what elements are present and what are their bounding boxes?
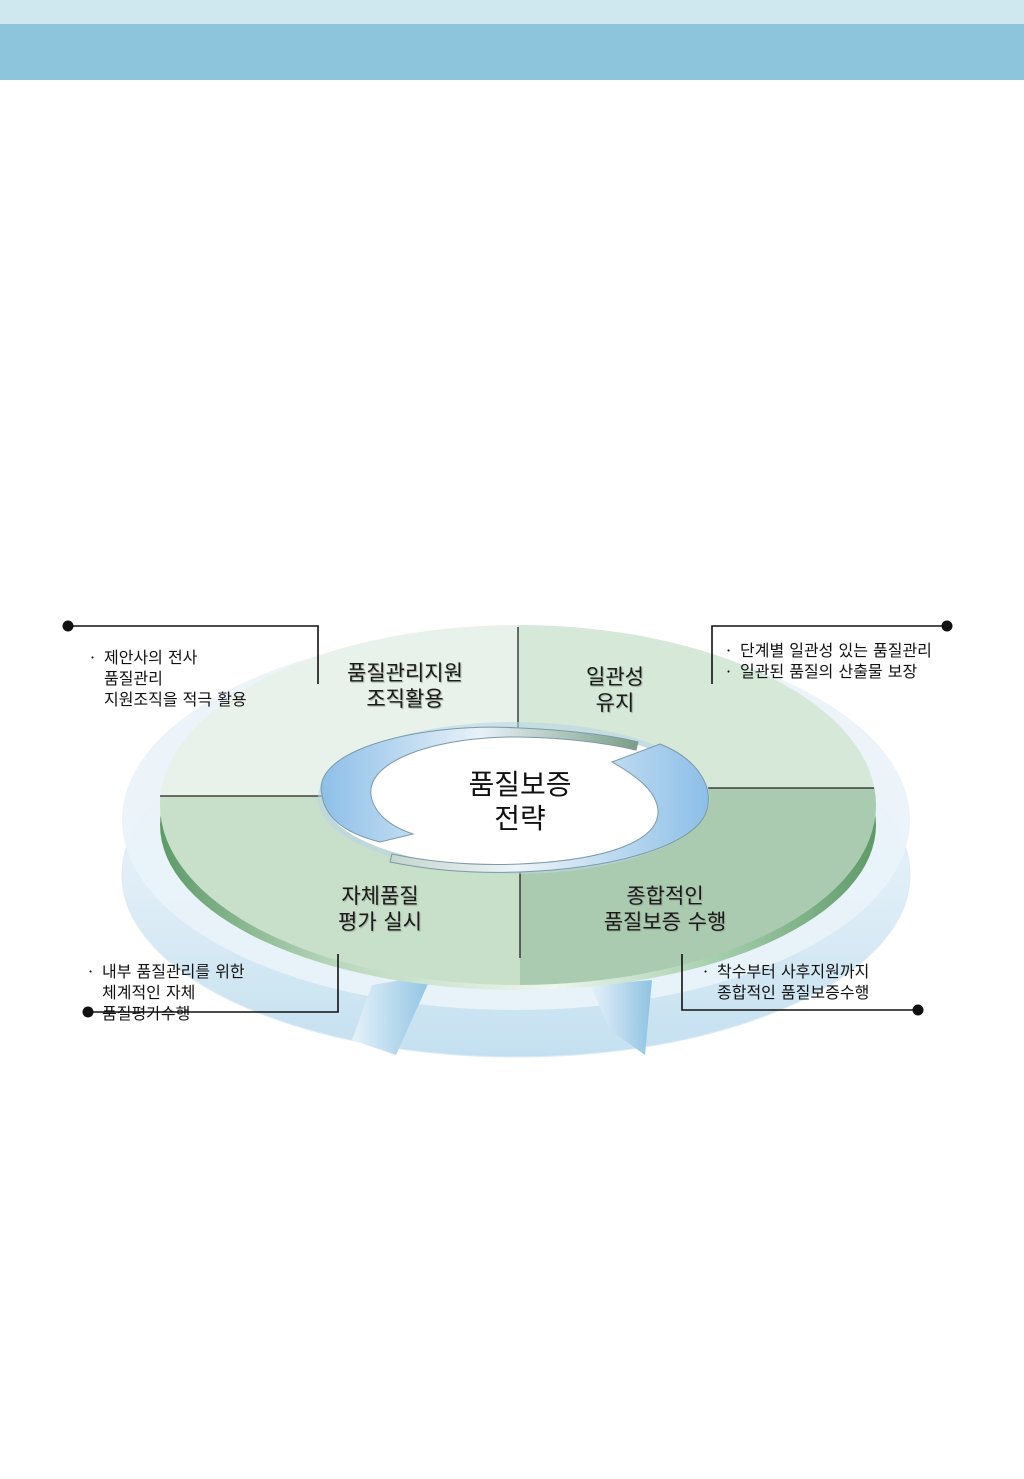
quadrant-label-line: 조직활용	[366, 687, 444, 711]
bullet: ·	[703, 962, 709, 981]
note-top-left: · 제안사의 전사 품질관리 지원조직을 적극 활용	[90, 647, 247, 710]
center-hole	[324, 728, 704, 868]
note-line: 제안사의 전사	[104, 648, 198, 667]
cycle-arrows	[320, 726, 709, 873]
callout-lines	[68, 625, 947, 1013]
note-line: 품질관리	[104, 669, 163, 688]
base-leg-right	[590, 980, 652, 1055]
callout-dot-bottom-right	[912, 1004, 924, 1016]
note-line: 종합적인 품질보증수행	[717, 983, 870, 1002]
bullet: ·	[726, 641, 732, 660]
quadrant-label-line: 품질관리지원	[347, 661, 463, 685]
center-label-line1: 품질보증	[468, 768, 572, 801]
bullet: ·	[726, 662, 732, 681]
center-label: 품질보증 전략	[440, 768, 600, 836]
quadrant-label-bottom-right: 종합적인 품질보증 수행	[580, 883, 750, 935]
callout-dot-bottom-left	[82, 1006, 94, 1018]
note-line: 일관된 품질의 산출물 보장	[740, 662, 918, 681]
note-top-right: · 단계별 일관성 있는 품질관리 · 일관된 품질의 산출물 보장	[726, 640, 932, 682]
quadrant-label-line: 평가 실시	[338, 910, 422, 934]
note-line: 지원조직을 적극 활용	[104, 690, 247, 709]
note-line: 착수부터 사후지원까지	[717, 962, 870, 981]
note-bottom-left: · 내부 품질관리를 위한 체계적인 자체 품질평가수행	[88, 961, 245, 1024]
quadrant-label-line: 일관성	[586, 665, 644, 689]
quadrant-label-line: 유지	[595, 691, 635, 715]
note-bottom-right: · 착수부터 사후지원까지 종합적인 품질보증수행	[703, 961, 869, 1003]
quadrant-label-bottom-left: 자체품질 평가 실시	[310, 883, 450, 935]
note-line: 체계적인 자체	[102, 983, 196, 1002]
center-label-line2: 전략	[494, 802, 546, 835]
quadrant-label-top-left: 품질관리지원 조직활용	[320, 660, 490, 712]
arrow-left	[320, 726, 639, 843]
quadrant-label-top-right: 일관성 유지	[555, 664, 675, 716]
arrow-right	[389, 743, 709, 873]
header-band	[0, 24, 1024, 80]
bullet: ·	[90, 648, 96, 667]
note-line: 품질평가수행	[102, 1004, 191, 1023]
base-leg-left	[352, 975, 432, 1055]
callout-dot-top-right	[941, 620, 953, 632]
callout-dot-top-left	[62, 620, 74, 632]
header-band-light	[0, 0, 1024, 24]
quadrant-label-line: 자체품질	[341, 884, 419, 908]
note-line: 내부 품질관리를 위한	[102, 962, 245, 981]
bullet: ·	[88, 962, 94, 981]
quadrant-label-line: 종합적인	[626, 884, 704, 908]
quadrant-label-line: 품질보증 수행	[603, 910, 727, 934]
note-line: 단계별 일관성 있는 품질관리	[740, 641, 932, 660]
callout-dots	[62, 620, 953, 1018]
